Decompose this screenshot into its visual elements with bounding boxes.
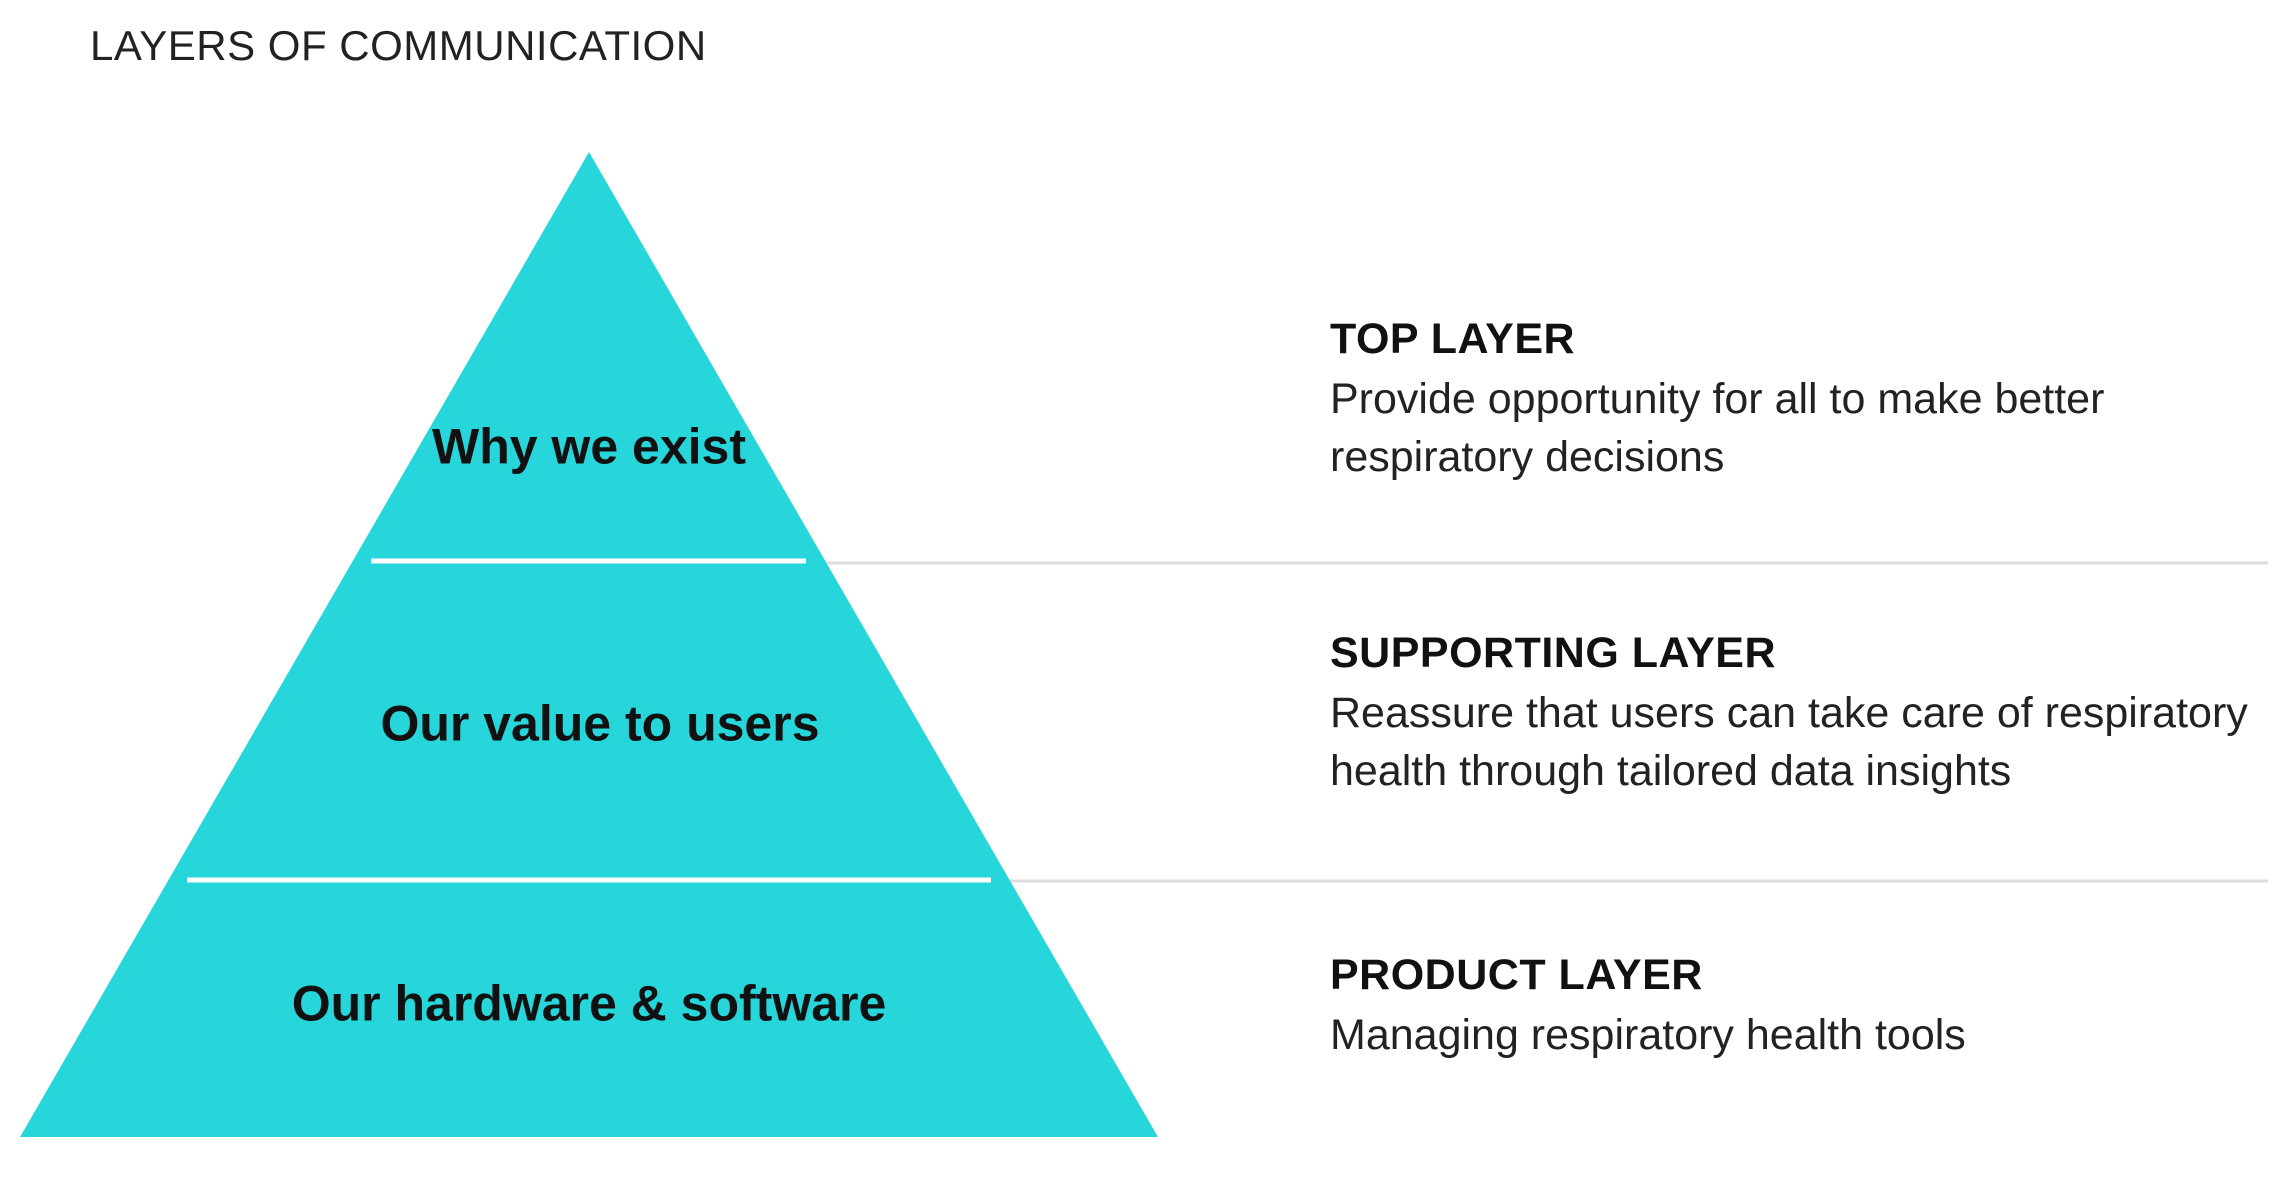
- layer-heading-supporting: SUPPORTING LAYER: [1330, 629, 1777, 677]
- page-title: LAYERS OF COMMUNICATION: [90, 22, 707, 69]
- layer-description-product: Managing respiratory health tools: [1330, 1010, 1966, 1059]
- layer-description-supporting: Reassure that users can take care of res…: [1330, 688, 2248, 795]
- layer-heading-product: PRODUCT LAYER: [1330, 951, 1703, 999]
- layer-heading-top: TOP LAYER: [1330, 315, 1576, 363]
- tier-label-value-to-users: Our value to users: [380, 695, 820, 752]
- tier-label-why-we-exist: Why we exist: [432, 418, 746, 475]
- tier-label-hardware-software: Our hardware & software: [291, 975, 887, 1032]
- pyramid-shape: [20, 152, 1158, 1137]
- layer-description-top: Provide opportunity for all to make bett…: [1330, 374, 2105, 481]
- layer-block-supporting: SUPPORTING LAYER Reassure that users can…: [1330, 626, 2270, 800]
- layer-block-product: PRODUCT LAYER Managing respiratory healt…: [1330, 948, 2270, 1064]
- layer-block-top: TOP LAYER Provide opportunity for all to…: [1330, 312, 2270, 486]
